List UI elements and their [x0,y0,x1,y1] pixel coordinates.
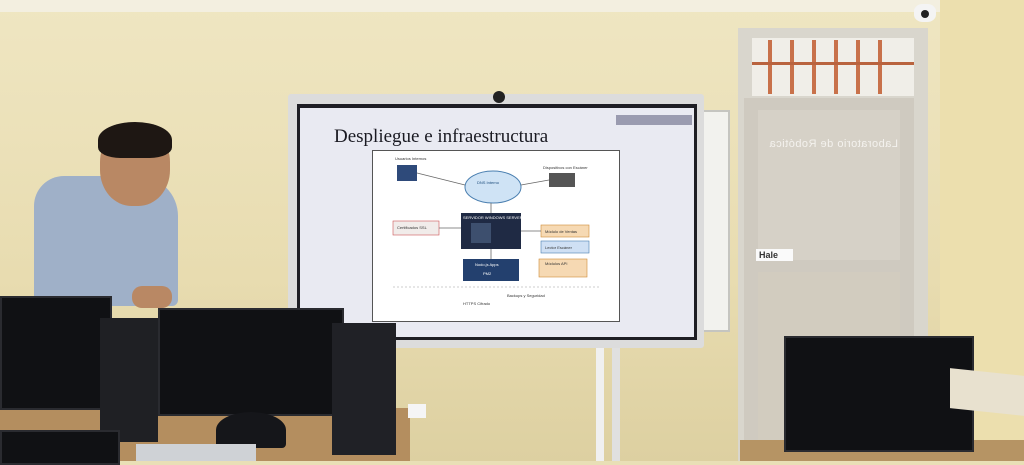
slide-title: Despliegue e infraestructura [334,126,549,147]
security-camera [914,4,936,22]
display-stand-leg [612,348,620,461]
monitor-stand [216,412,286,448]
keyboard [136,444,256,461]
monitor-front [0,430,120,465]
window-bar [790,40,794,94]
diagram-label: HTTPS Cifrado [463,301,491,306]
wall-outlet [408,404,426,418]
pc-tower [332,323,396,455]
diagram-label: Lector Escáner [545,245,572,250]
diagram-label: Dispositivos con Escáner [543,165,588,170]
diagram-label: Usuarios Internos [395,156,427,161]
diagram-label: SERVIDOR WINDOWS SERVER [463,215,523,220]
pc-tower [100,318,158,442]
diagram-label: Nodo.js Apps [475,262,499,267]
diagram-graphic [392,165,599,288]
window-bar [856,40,860,94]
diagram-label: Módulos API [545,261,568,266]
monitor-right [784,336,974,452]
slide-toolbar [616,115,692,125]
door-sign: Laboratorio de Robótica [769,138,898,150]
window-bar [812,40,816,94]
door-push-plate: Hale [756,249,793,261]
infrastructure-diagram: Usuarios Internos Dispositivos con Escán… [372,150,620,322]
window-bar [768,40,772,94]
window-bar [834,40,838,94]
diagram-label: Certificados SSL [397,225,427,230]
window-rail [752,62,914,65]
diagram-label: DNS Interno [477,180,500,185]
stack-of-papers [950,368,1024,416]
diagram-label: Backups y Seguridad [507,293,545,298]
ceiling [0,0,1024,12]
display-stand-leg [596,348,604,461]
door-transom-window [752,38,914,96]
webcam [493,91,505,103]
window-bar [878,40,882,94]
monitor-center [158,308,344,416]
diagram-label: Módulo de Ventas [545,229,578,234]
monitor-left [0,296,112,410]
presenter-hand [132,286,172,308]
door-glass-upper [758,110,900,260]
diagram-label: PM2 [483,271,492,276]
presenter-hair [98,122,172,158]
